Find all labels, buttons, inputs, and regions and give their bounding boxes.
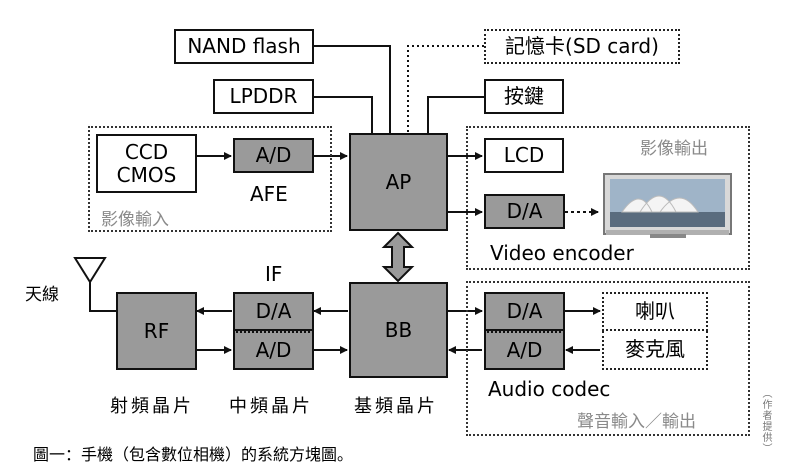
ccd-cmos-block: CCD CMOS (96, 134, 197, 193)
afe-label: AFE (250, 182, 288, 206)
nand-to-ap-line (312, 45, 391, 133)
if-chip-label: 中頻晶片 (229, 396, 313, 417)
cmos-label: CMOS (116, 162, 177, 187)
if-ad-block: A/D (233, 331, 314, 370)
rf-block: RF (116, 292, 197, 370)
audio-ad-block: A/D (484, 331, 565, 370)
bb-block: BB (349, 282, 448, 378)
figure-caption: 圖一：手機（包含數位相機）的系統方塊圖。 (33, 445, 354, 464)
audio-io-group (466, 281, 750, 436)
ap-bb-double-arrow (381, 231, 415, 283)
if-label: IF (265, 262, 283, 286)
afe-ad-block: A/D (233, 138, 314, 173)
lcd-block: LCD (484, 138, 564, 173)
sd-card-block: 記憶卡(SD card) (484, 29, 680, 64)
audio-da-block: D/A (484, 292, 565, 331)
ap-block: AP (349, 133, 448, 231)
sd-to-ap-line (407, 45, 484, 133)
ccd-label: CCD (124, 139, 169, 164)
nand-flash-block: NAND flash (174, 29, 314, 64)
video-da-block: D/A (484, 194, 565, 229)
audio-codec-label: Audio codec (488, 377, 611, 401)
microphone-block: 麥克風 (602, 331, 708, 370)
rf-chip-label: 射頻晶片 (110, 396, 194, 417)
bb-chip-label: 基頻晶片 (354, 396, 438, 417)
lpddr-to-ap-line (312, 96, 373, 133)
image-input-group (88, 126, 332, 232)
if-da-block: D/A (233, 292, 314, 331)
antenna-icon (73, 257, 116, 312)
audio-io-label: 聲音輸入／輸出 (577, 412, 696, 432)
keys-block: 按鍵 (484, 79, 564, 114)
antenna-label: 天線 (25, 285, 59, 305)
lpddr-block: LPDDR (213, 79, 314, 114)
speaker-block: 喇叭 (602, 292, 708, 331)
image-output-group (466, 126, 750, 270)
image-output-label: 影像輸出 (640, 139, 708, 159)
television-icon (603, 173, 732, 238)
image-input-label: 影像輸入 (101, 210, 169, 230)
keys-to-ap-line (427, 96, 484, 133)
video-encoder-label: Video encoder (490, 241, 634, 265)
author-credit: （作者提供） (760, 388, 771, 454)
